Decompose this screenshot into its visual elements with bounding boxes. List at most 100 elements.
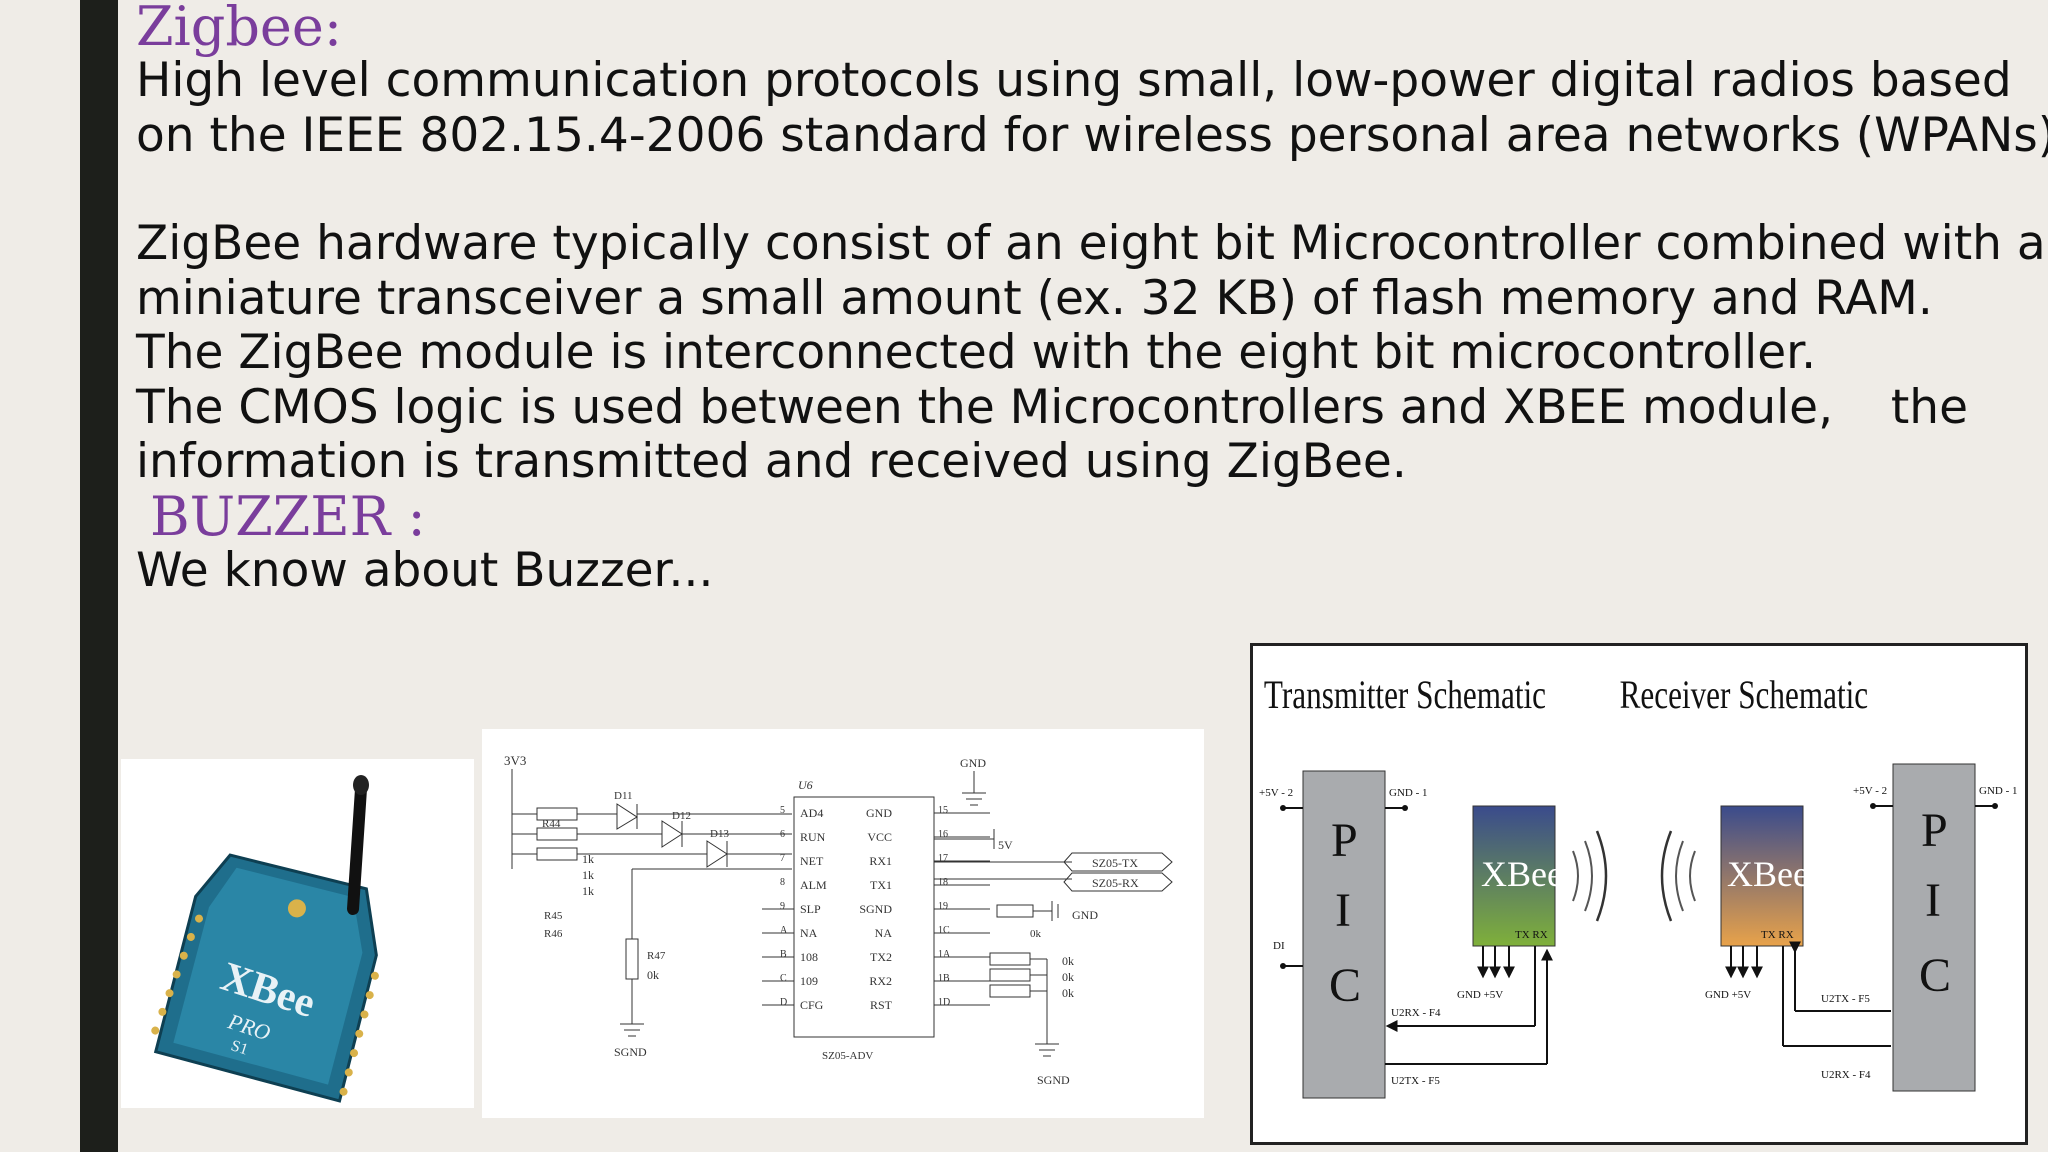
- chip-left-pin-number: D: [780, 997, 787, 1008]
- buzzer-text: We know about Buzzer...: [136, 542, 714, 598]
- diode-label-11: D11: [614, 790, 633, 802]
- chip-left-pin: AD4: [800, 806, 823, 820]
- tx-xbee-block: [1472, 805, 1556, 947]
- sz05-circuit-diagram: 3V3 R44 R45 R46 1k 1k 1k D11 D12 D13 R47…: [482, 729, 1204, 1118]
- rx-tag: SZ05-RX: [1092, 876, 1139, 890]
- para1-line1: High level communication protocols using…: [136, 53, 2012, 108]
- chip-left-pin-number: A: [780, 925, 788, 936]
- chip-left-pin: CFG: [800, 998, 824, 1012]
- tx-gnd1-label: GND - 1: [1389, 787, 1428, 799]
- chip-left-pin-number: 5: [780, 805, 785, 816]
- chip-ref: U6: [798, 778, 813, 792]
- res-value-2: 1k: [582, 868, 594, 882]
- zigbee-heading: Zigbee:: [136, 0, 343, 58]
- chip-left-pin-number: C: [780, 973, 787, 984]
- chip-left-pin: NA: [800, 926, 818, 940]
- rx-txrx-label: TX RX: [1761, 929, 1794, 941]
- tx-u2tx-label: U2TX - F5: [1391, 1075, 1440, 1087]
- para2-line5: information is transmitted and received …: [136, 434, 1407, 489]
- res-value-1: 1k: [582, 852, 594, 866]
- chip-right-pin-number: 18: [938, 877, 948, 888]
- rx-xbee-block: [1720, 805, 1804, 947]
- chip-left-pin: 108: [800, 950, 818, 964]
- rx-gnd5v-label: GND +5V: [1705, 989, 1751, 1001]
- chip-right-pin-number: 19: [938, 901, 948, 912]
- buzzer-heading: BUZZER :: [150, 484, 426, 548]
- res-label-46: R46: [544, 928, 563, 940]
- rx-gnd1-label: GND - 1: [1979, 785, 2018, 797]
- chip-left-pin-number: B: [780, 949, 787, 960]
- res-label-47: R47: [647, 950, 666, 962]
- xbee-module-photo: XBee PRO S1: [121, 759, 474, 1108]
- xbee-tx-rx-schematic: Transmitter Schematic Receiver Schematic…: [1250, 643, 2028, 1145]
- signal-wave-icon: [1595, 830, 1608, 922]
- chip-left-pin: ALM: [800, 878, 827, 892]
- res-value-out3: 0k: [1062, 986, 1074, 1000]
- chip-left-pin: NET: [800, 854, 824, 868]
- tx-pic-letter-i: I: [1335, 884, 1351, 937]
- gnd-label-top: GND: [960, 756, 986, 770]
- chip-left-pin: 109: [800, 974, 818, 988]
- chip-left-pin: RUN: [800, 830, 826, 844]
- tx-pic-letter-c: C: [1329, 959, 1361, 1012]
- chip-right-pin-number: 16: [938, 829, 948, 840]
- tx-title: Transmitter Schematic: [1264, 672, 1546, 717]
- res-label-45: R45: [544, 910, 563, 922]
- rx-u2rx-label: U2RX - F4: [1821, 1069, 1871, 1081]
- rx-pic-letter-c: C: [1919, 949, 1951, 1002]
- sgnd-label-left: SGND: [614, 1045, 647, 1059]
- tx-gnd5v-label: GND +5V: [1457, 989, 1503, 1001]
- res-value-out1: 0k: [1062, 954, 1074, 968]
- rx-pic-letter-i: I: [1925, 874, 1941, 927]
- slide-text-block: Zigbee: High level communication protoco…: [136, 0, 2048, 598]
- chip-right-pin: SGND: [859, 902, 892, 916]
- tx-pic-block: [1302, 770, 1386, 1099]
- chip-right-pin-number: 1A: [938, 949, 951, 960]
- vdd-label: 5V: [998, 838, 1013, 852]
- supply-label: 3V3: [504, 753, 526, 768]
- chip-left-pin: SLP: [800, 902, 821, 916]
- chip-right-pin: RX2: [869, 974, 892, 988]
- chip-name: SZ05-ADV: [822, 1050, 873, 1062]
- res-value-47: 0k: [647, 968, 659, 982]
- para2-line4: The CMOS logic is used between the Micro…: [136, 379, 1968, 436]
- antenna-icon: [347, 783, 367, 915]
- chip-right-pin: NA: [875, 926, 893, 940]
- chip-left-pin-number: 9: [780, 901, 785, 912]
- chip-right-pin-number: 15: [938, 805, 948, 816]
- rx-plus5v-label: +5V - 2: [1853, 785, 1887, 797]
- diode-label-12: D12: [672, 810, 691, 822]
- chip-right-pin: TX1: [870, 878, 892, 892]
- para2-line4-main: The CMOS logic is used between the Micro…: [136, 379, 1834, 435]
- tx-pic-letter-p: P: [1331, 814, 1358, 867]
- res-label-44: R44: [542, 818, 561, 830]
- chip-left-pin-number: 7: [780, 853, 785, 864]
- gnd-label-right: GND: [1072, 908, 1098, 922]
- para1-line2: on the IEEE 802.15.4-2006 standard for w…: [136, 107, 2048, 163]
- tx-tag: SZ05-TX: [1092, 856, 1138, 870]
- para2-line2: miniature transceiver a small amount (ex…: [136, 270, 1933, 326]
- tx-u2rx-label: U2RX - F4: [1391, 1007, 1441, 1019]
- para2-line4-end: the: [1890, 379, 1968, 435]
- chip-left-pin-number: 8: [780, 877, 785, 888]
- rx-title: Receiver Schematic: [1620, 672, 1869, 717]
- chip-right-pin: GND: [866, 806, 892, 820]
- rx-pic-letter-p: P: [1921, 804, 1948, 857]
- chip-right-pin: RST: [870, 998, 893, 1012]
- xbee-photo-sub: S1: [229, 1037, 250, 1058]
- tx-di-label: DI: [1273, 940, 1285, 952]
- chip-right-pin: TX2: [870, 950, 892, 964]
- sgnd-label-right: SGND: [1037, 1073, 1070, 1087]
- para2-line3: The ZigBee module is interconnected with…: [136, 325, 1817, 380]
- chip-right-pin-number: 1D: [938, 997, 950, 1008]
- rx-xbee-label: XBee: [1727, 854, 1809, 894]
- chip-right-pin: RX1: [869, 854, 892, 868]
- slide-accent-bar: [80, 0, 118, 1152]
- tx-plus5v-label: +5V - 2: [1259, 787, 1293, 799]
- chip-left-pin-number: 6: [780, 829, 785, 840]
- res-value-out2: 0k: [1062, 970, 1074, 984]
- chip-right-pin-number: 1C: [938, 925, 950, 936]
- chip-right-pin-number: 1B: [938, 973, 950, 984]
- res-value-out0: 0k: [1030, 928, 1042, 940]
- para2-line1: ZigBee hardware typically consist of an …: [136, 216, 2046, 271]
